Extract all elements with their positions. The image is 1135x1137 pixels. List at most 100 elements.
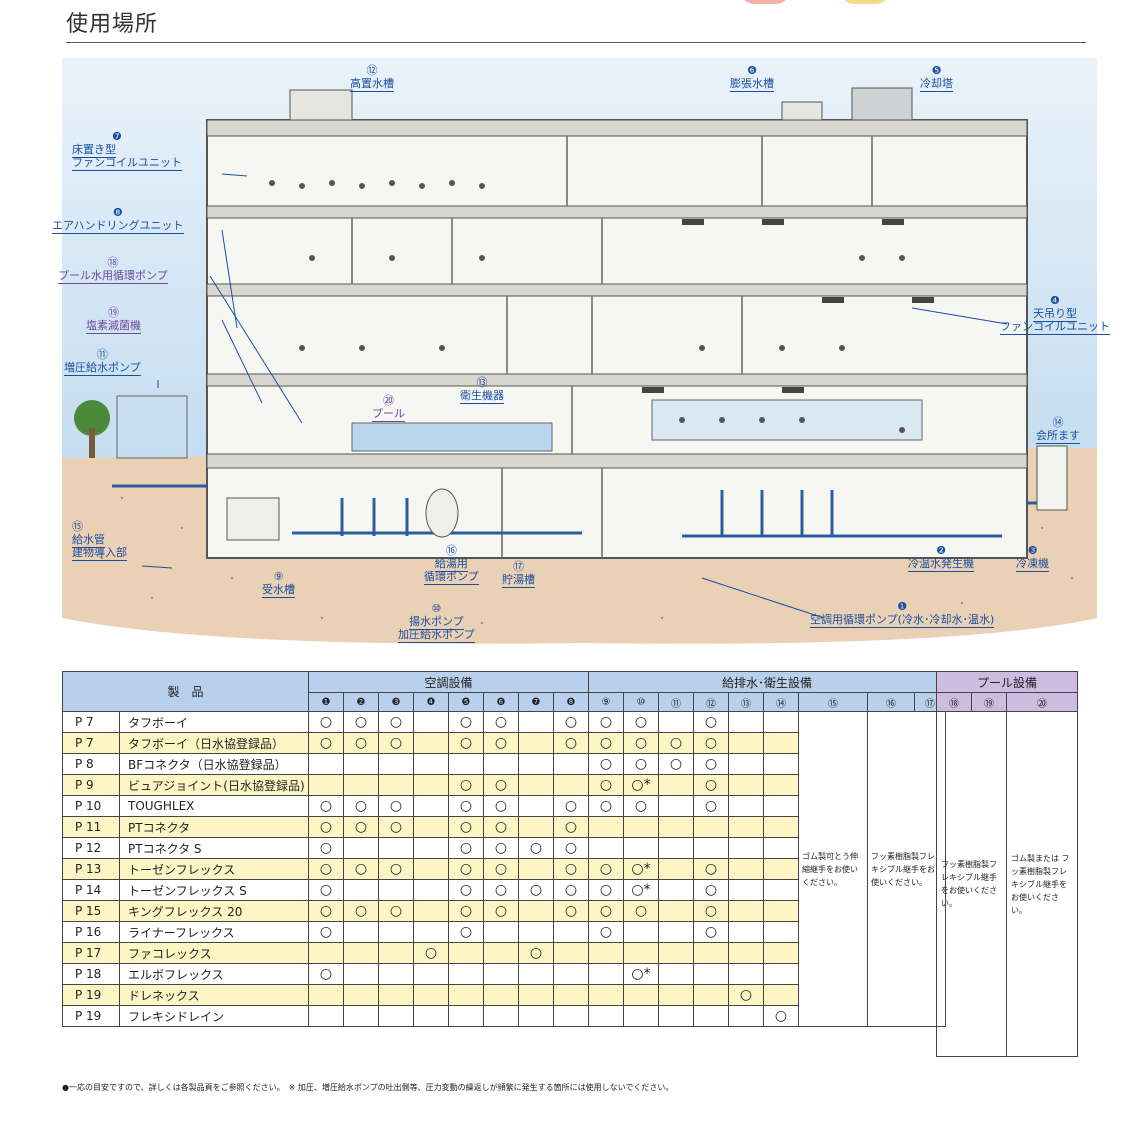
usage-cell xyxy=(378,753,414,775)
usage-cell xyxy=(623,816,659,838)
usage-cell xyxy=(763,900,799,922)
usage-cell xyxy=(553,753,589,775)
usage-cell: ○ xyxy=(518,879,554,901)
usage-cell: ○ xyxy=(553,711,589,733)
usage-cell: ○ xyxy=(308,837,344,859)
usage-cell xyxy=(728,879,764,901)
usage-cell: ○ xyxy=(623,711,659,733)
usage-cell xyxy=(413,774,449,796)
row-product-name: キングフレックス 20 xyxy=(119,900,309,922)
usage-cell: ○ xyxy=(378,795,414,817)
usage-cell: ○ xyxy=(483,837,519,859)
usage-cell: ○ xyxy=(623,753,659,775)
row-page: P 12 xyxy=(62,837,120,859)
usage-cell: ○ xyxy=(343,900,379,922)
usage-cell xyxy=(518,1005,554,1027)
usage-cell: ○ xyxy=(308,795,344,817)
row-product-name: ファコレックス xyxy=(119,942,309,964)
usage-cell: ○ xyxy=(693,921,729,943)
usage-cell: ○ xyxy=(308,858,344,880)
usage-cell: ○ xyxy=(483,711,519,733)
receiving-tank xyxy=(226,497,280,541)
group-water: 給排水･衛生設備 xyxy=(588,671,946,693)
usage-cell xyxy=(693,1005,729,1027)
usage-cell: ○ xyxy=(483,774,519,796)
usage-cell: ○ xyxy=(343,795,379,817)
col-3: ❸ xyxy=(378,692,414,712)
usage-cell xyxy=(693,837,729,859)
usage-cell xyxy=(553,921,589,943)
usage-cell: ○ xyxy=(693,774,729,796)
building-outline xyxy=(206,119,1028,559)
usage-cell xyxy=(623,837,659,859)
row-product-name: トーゼンフレックス xyxy=(119,858,309,880)
usage-cell xyxy=(448,963,484,985)
usage-cell xyxy=(343,879,379,901)
usage-cell xyxy=(623,1005,659,1027)
col-5: ❺ xyxy=(448,692,484,712)
usage-cell xyxy=(343,753,379,775)
usage-cell xyxy=(413,879,449,901)
usage-cell: ○ xyxy=(658,732,694,754)
usage-cell xyxy=(763,774,799,796)
usage-cell xyxy=(518,711,554,733)
usage-cell: ○ xyxy=(693,858,729,880)
title-rule xyxy=(66,42,1086,43)
usage-cell xyxy=(763,795,799,817)
usage-cell xyxy=(343,921,379,943)
usage-cell: ○ xyxy=(623,732,659,754)
usage-cell: ○ xyxy=(588,732,624,754)
usage-cell xyxy=(693,984,729,1006)
usage-cell xyxy=(413,900,449,922)
usage-cell: ○ xyxy=(553,837,589,859)
row-page: P 19 xyxy=(62,984,120,1006)
usage-cell xyxy=(728,711,764,733)
row-product-name: BFコネクタ（日水協登録品） xyxy=(119,753,309,775)
usage-cell: ○ xyxy=(518,942,554,964)
decor-arc-red xyxy=(740,0,790,4)
usage-cell: ○ xyxy=(588,711,624,733)
usage-cell xyxy=(343,837,379,859)
usage-cell xyxy=(308,774,344,796)
usage-cell: ○ xyxy=(483,879,519,901)
row-page: P 7 xyxy=(62,732,120,754)
row-product-name: PTコネクタ S xyxy=(119,837,309,859)
usage-cell: ○ xyxy=(588,795,624,817)
usage-cell xyxy=(658,774,694,796)
usage-cell: ○ xyxy=(413,942,449,964)
usage-cell: ○ xyxy=(343,732,379,754)
usage-cell xyxy=(553,942,589,964)
usage-cell xyxy=(588,1005,624,1027)
usage-cell xyxy=(518,921,554,943)
row-page: P 9 xyxy=(62,774,120,796)
usage-cell: ○ xyxy=(553,879,589,901)
usage-cell: ○ xyxy=(693,879,729,901)
usage-cell: ○ xyxy=(553,732,589,754)
col-18: ⑱ xyxy=(936,692,972,712)
usage-cell xyxy=(413,858,449,880)
page-title: 使用場所 xyxy=(66,12,159,37)
usage-cell xyxy=(413,1005,449,1027)
usage-cell: ○ xyxy=(623,795,659,817)
usage-cell xyxy=(763,732,799,754)
usage-cell xyxy=(448,753,484,775)
usage-cell xyxy=(728,774,764,796)
usage-cell xyxy=(728,1005,764,1027)
usage-cell: ○ xyxy=(308,963,344,985)
usage-cell xyxy=(308,984,344,1006)
usage-cell xyxy=(728,900,764,922)
usage-cell: ○ xyxy=(378,900,414,922)
group-hvac: 空調設備 xyxy=(308,671,589,693)
footnote: ●一応の目安ですので、詳しくは各製品頁をご参照ください。 ※ 加圧、増圧給水ポン… xyxy=(62,1083,674,1092)
usage-cell xyxy=(623,984,659,1006)
